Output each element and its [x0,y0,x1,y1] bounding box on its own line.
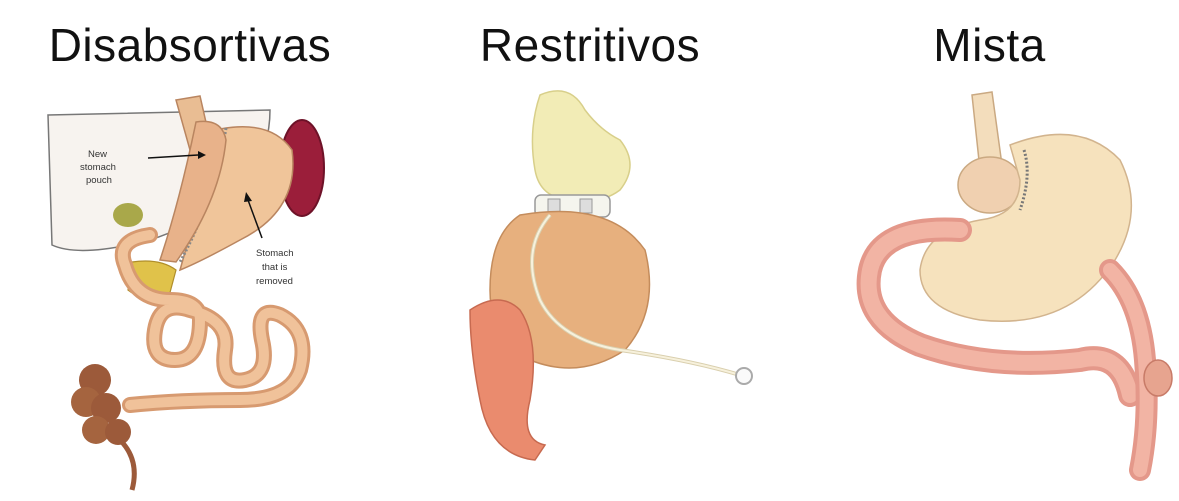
colon [71,364,134,490]
svg-text:pouch: pouch [86,175,112,186]
anastomosis [1144,360,1172,396]
panel-disabsortivas: Disabsortivas New stoma [0,0,380,501]
mixed-bypass-illustration [800,80,1179,500]
upper-pouch [532,91,630,201]
panel-restritivos: Restritivos [395,0,785,501]
gastric-band-illustration [395,80,785,500]
panel-title: Disabsortivas [0,18,380,72]
panel-title: Restritivos [395,18,785,72]
svg-text:removed: removed [256,276,293,287]
svg-text:Stomach: Stomach [256,248,294,259]
access-port [736,368,752,384]
svg-text:New: New [88,149,107,160]
panel-title: Mista [800,18,1179,72]
gallbladder [113,203,143,227]
panel-mista: Mista [800,0,1179,501]
svg-text:stomach: stomach [80,162,116,173]
malabsorptive-surgery-illustration: New stomach pouch Stomach that is remove… [0,80,380,500]
svg-text:that is: that is [262,262,288,273]
